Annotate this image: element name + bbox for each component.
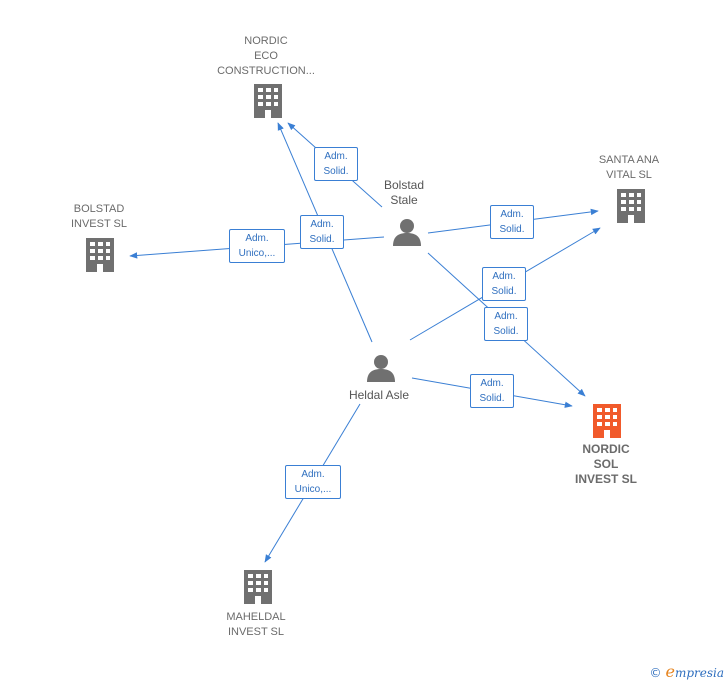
brand-initial: e: [665, 662, 675, 681]
building-icon[interactable]: [86, 238, 114, 272]
edge-label[interactable]: Adm. Unico,...: [229, 229, 285, 263]
label-line: INVEST SL: [574, 472, 637, 486]
edge-label-line: Solid.: [499, 224, 525, 235]
building-icon[interactable]: [593, 404, 621, 438]
edge-label-line: Solid.: [309, 234, 335, 245]
label-line: SOL: [593, 457, 619, 471]
footer-brand[interactable]: ©empresia: [649, 662, 724, 681]
edge-label-line: Solid.: [323, 166, 349, 177]
edge-label[interactable]: Adm. Solid.: [482, 267, 526, 301]
person-label-heldal-asle[interactable]: Heldal Asle: [334, 388, 424, 403]
building-icon[interactable]: [244, 570, 272, 604]
building-icon[interactable]: [254, 84, 282, 118]
brand-name: mpresia: [674, 666, 724, 680]
company-label-nordic-sol[interactable]: NORDIC SOL INVEST SL: [556, 442, 656, 487]
label-line: NORDIC: [244, 35, 288, 47]
label-line: SANTA ANA: [598, 154, 660, 166]
edge-label-line: Solid.: [491, 286, 517, 297]
label-line: NORDIC: [582, 442, 630, 456]
person-icon[interactable]: [393, 219, 421, 246]
label-line: CONSTRUCTION...: [217, 65, 315, 77]
label-line: INVEST SL: [70, 218, 128, 230]
edge-label[interactable]: Adm. Solid.: [470, 374, 514, 408]
company-label-bolstad-invest[interactable]: BOLSTAD INVEST SL: [50, 202, 148, 232]
edge-label[interactable]: Adm. Solid.: [490, 205, 534, 239]
edge-label-line: Adm.: [494, 311, 518, 322]
label-line: Stale: [390, 193, 418, 207]
edge-label-line: Adm.: [324, 151, 348, 162]
company-label-nordic-eco[interactable]: NORDIC ECO CONSTRUCTION...: [206, 34, 326, 79]
label-line: MAHELDAL: [226, 611, 286, 623]
label-line: BOLSTAD: [73, 203, 125, 215]
edge-label-line: Solid.: [493, 326, 519, 337]
building-icon[interactable]: [617, 189, 645, 223]
edge-label[interactable]: Adm. Solid.: [314, 147, 358, 181]
edge-label-line: Adm.: [245, 233, 269, 244]
edge-label[interactable]: Adm. Solid.: [484, 307, 528, 341]
edge-label-line: Unico,...: [294, 484, 332, 495]
person-label-bolstad-stale[interactable]: Bolstad Stale: [364, 178, 444, 208]
edge-label-line: Adm.: [492, 271, 516, 282]
copyright-symbol: ©: [649, 666, 662, 680]
edge-label-line: Unico,...: [238, 248, 276, 259]
edge-label-line: Adm.: [301, 469, 325, 480]
label-line: VITAL SL: [606, 169, 652, 181]
edge-label[interactable]: Adm. Solid.: [300, 215, 344, 249]
label-line: ECO: [254, 50, 278, 62]
edge-label-line: Solid.: [479, 393, 505, 404]
label-line: INVEST SL: [227, 626, 285, 638]
company-label-santa-ana[interactable]: SANTA ANA VITAL SL: [578, 153, 680, 183]
edge-label-line: Adm.: [500, 209, 524, 220]
company-label-maheldal[interactable]: MAHELDAL INVEST SL: [206, 610, 306, 640]
edge-label[interactable]: Adm. Unico,...: [285, 465, 341, 499]
label-line: Bolstad: [383, 178, 425, 192]
edge-label-line: Adm.: [480, 378, 504, 389]
edge-label-line: Adm.: [310, 219, 334, 230]
person-icon[interactable]: [367, 355, 395, 382]
label-line: Heldal Asle: [348, 388, 410, 402]
